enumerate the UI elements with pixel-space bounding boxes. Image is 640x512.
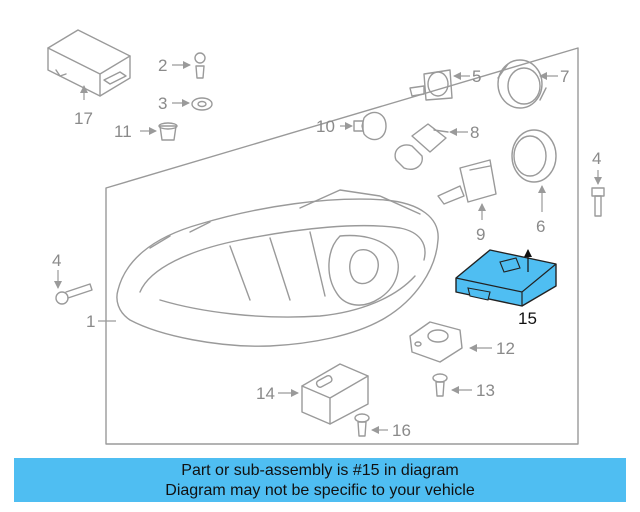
- callout-12: 12: [496, 339, 515, 358]
- part-8-bulb[interactable]: [394, 123, 449, 170]
- part-12-bracket[interactable]: [409, 321, 463, 363]
- callout-6: 6: [536, 217, 545, 236]
- callout-4-right: 4: [592, 149, 601, 168]
- callout-3: 3: [158, 94, 167, 113]
- part-7-cap[interactable]: [497, 59, 547, 109]
- parts-diagram: 1 2 3 4 4 5 6 7 8 9 10 11 12 13 14 15 16…: [47, 29, 605, 445]
- callout-14: 14: [256, 384, 275, 403]
- part-4-screw-left[interactable]: [55, 283, 93, 305]
- part-14-module[interactable]: [301, 363, 369, 425]
- part-15-control-unit[interactable]: [455, 249, 557, 307]
- banner-line-1: Part or sub-assembly is #15 in diagram: [181, 462, 459, 479]
- callout-5: 5: [472, 67, 481, 86]
- callout-10: 10: [316, 117, 335, 136]
- info-banner: Part or sub-assembly is #15 in diagram D…: [14, 458, 626, 502]
- callout-4-left: 4: [52, 251, 61, 270]
- part-16-screw[interactable]: [354, 413, 370, 437]
- callout-13: 13: [476, 381, 495, 400]
- callout-9: 9: [476, 225, 485, 244]
- part-6-cap[interactable]: [511, 129, 557, 183]
- part-13-screw[interactable]: [432, 373, 448, 397]
- part-10-bulb[interactable]: [353, 111, 387, 141]
- part-17-module[interactable]: [47, 29, 131, 97]
- callout-2: 2: [158, 56, 167, 75]
- callout-1: 1: [86, 312, 95, 331]
- part-3-grommet[interactable]: [191, 97, 213, 111]
- callout-15: 15: [518, 309, 537, 328]
- callout-17: 17: [74, 109, 93, 128]
- part-11-clip[interactable]: [158, 122, 178, 141]
- banner-line-2: Diagram may not be specific to your vehi…: [165, 482, 475, 499]
- part-9-bulb[interactable]: [437, 159, 497, 205]
- callout-16: 16: [392, 421, 411, 440]
- part-5-bulb-holder[interactable]: [409, 69, 453, 101]
- headlamp-housing[interactable]: [116, 189, 439, 347]
- callout-8: 8: [470, 123, 479, 142]
- assembly-outline: [105, 47, 579, 445]
- callout-11: 11: [114, 122, 132, 141]
- callout-7: 7: [560, 67, 569, 86]
- part-2-screw[interactable]: [194, 52, 206, 79]
- part-4-screw-right[interactable]: [591, 187, 605, 217]
